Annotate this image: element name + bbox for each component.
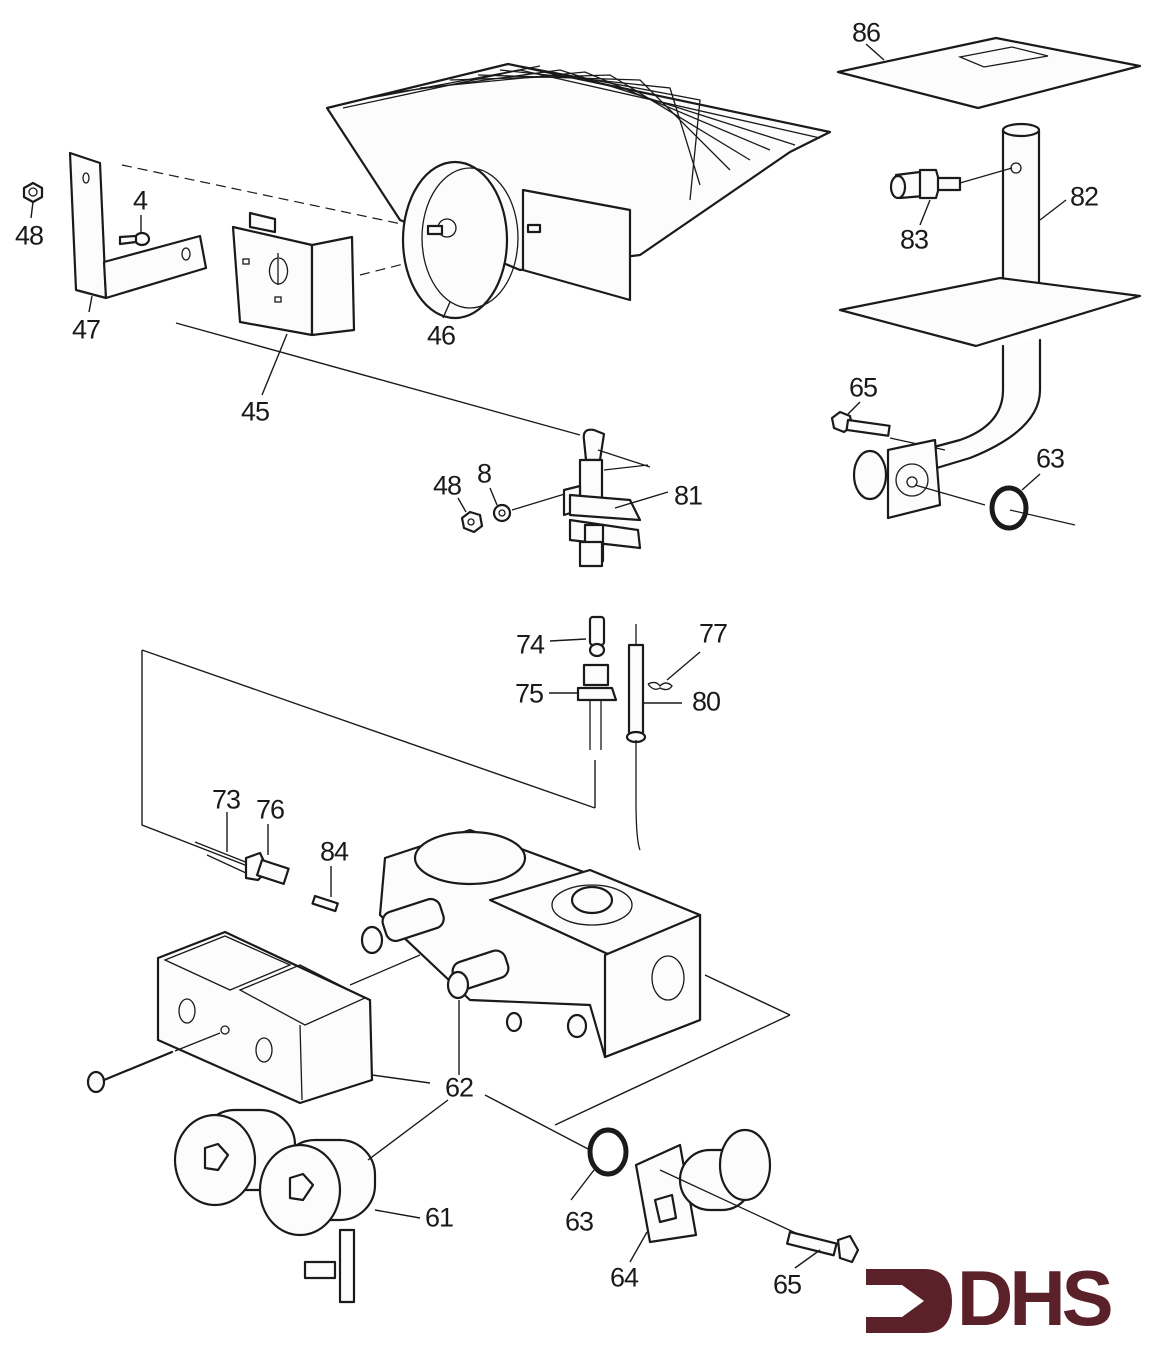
- part-label-45: 45: [240, 396, 270, 427]
- part-48-nut-lower: [457, 497, 484, 534]
- part-label-61: 61: [424, 1202, 454, 1233]
- part-48-nut: [22, 181, 44, 219]
- part-label-64: 64: [609, 1262, 639, 1293]
- part-63-o-ring: [989, 473, 1076, 531]
- part-73-pilot-tube: [194, 812, 249, 874]
- part-77-clip: [647, 651, 701, 691]
- part-45-burner-bracket: [231, 211, 356, 396]
- part-label-62: 62: [444, 1072, 474, 1103]
- assembly-line: [121, 164, 431, 231]
- part-80-ignition-electrode: [625, 624, 682, 851]
- part-label-48: 48: [14, 220, 44, 251]
- part-label-63-lower: 63: [564, 1206, 594, 1237]
- part-86-gasket-plate: [836, 36, 1142, 110]
- part-83-nozzle: [889, 167, 1013, 226]
- cover-screw: [86, 1032, 221, 1094]
- part-label-81: 81: [673, 480, 703, 511]
- part-label-73: 73: [211, 784, 241, 815]
- part-75-compression-nut: [549, 663, 618, 750]
- logo-text: DHS: [957, 1254, 1114, 1342]
- part-label-74: 74: [515, 629, 545, 660]
- part-label-46: 46: [426, 320, 456, 351]
- part-62-gas-valve: [360, 828, 791, 1126]
- assembly-line: [141, 649, 596, 809]
- assembly-line: [175, 322, 581, 436]
- part-47-l-bracket: [68, 151, 208, 313]
- part-label-48-lower: 48: [432, 470, 462, 501]
- part-label-86: 86: [851, 17, 881, 48]
- part-63-o-ring-lower: [484, 1094, 629, 1201]
- part-label-4: 4: [132, 185, 148, 216]
- part-64-inlet-flange: [629, 1128, 801, 1263]
- part-label-47: 47: [71, 314, 101, 345]
- part-84-pilot-filter: [311, 866, 339, 913]
- part-4-wing-screw: [118, 215, 151, 247]
- part-label-84: 84: [319, 836, 349, 867]
- part-65-bolt: [830, 401, 946, 451]
- part-label-80: 80: [691, 686, 721, 717]
- part-8-lock-washer: [489, 487, 569, 523]
- part-82-gas-pipe: [838, 122, 1142, 472]
- part-label-76: 76: [255, 794, 285, 825]
- arrow-bracket-icon: [866, 1269, 952, 1333]
- coil-cover-box: [156, 930, 431, 1105]
- part-65-bolt-lower: [785, 1230, 860, 1269]
- part-label-83: 83: [899, 224, 929, 255]
- dhs-logo: DHS: [862, 1259, 1152, 1337]
- part-label-65: 65: [848, 372, 878, 403]
- part-label-75: 75: [514, 678, 544, 709]
- part-81-pilot-burner: [562, 428, 669, 568]
- part-label-82: 82: [1069, 181, 1099, 212]
- assembly-line: [141, 650, 246, 866]
- part-76-nut: [244, 824, 290, 885]
- part-label-63: 63: [1035, 443, 1065, 474]
- part-label-65-lower: 65: [772, 1269, 802, 1300]
- part-46-burner: [325, 62, 832, 320]
- part-61-solenoid-coils: [173, 1099, 449, 1304]
- part-74-olive: [549, 615, 606, 658]
- part-label-77: 77: [698, 618, 728, 649]
- pipe-flange: [852, 438, 986, 520]
- part-label-8: 8: [476, 458, 492, 489]
